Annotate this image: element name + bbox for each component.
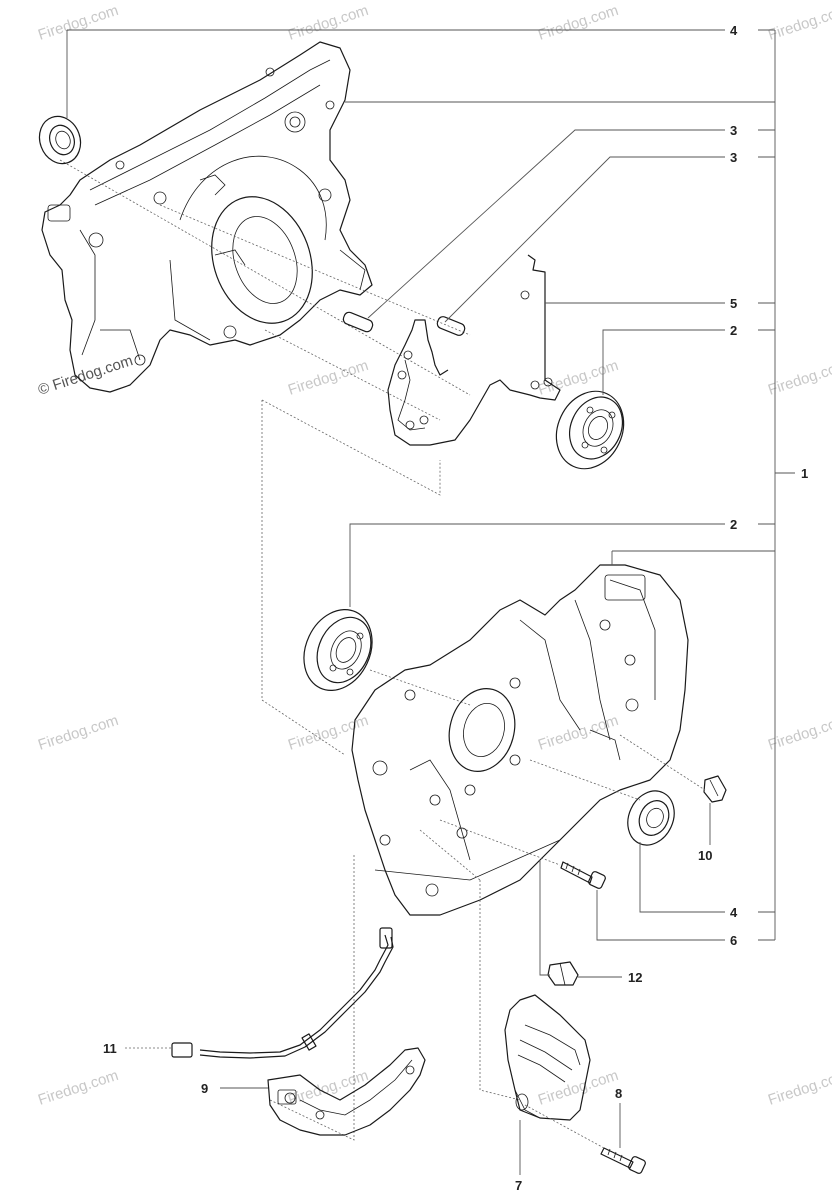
watermark: Firedog.com: [286, 712, 371, 754]
callout-11: 11: [103, 1041, 117, 1056]
watermark: Firedog.com: [766, 357, 832, 399]
screw-6: [560, 861, 606, 889]
dowel-pin-b: [436, 316, 466, 336]
callout-6: 6: [730, 933, 737, 948]
watermark: Firedog.com: [36, 2, 121, 44]
callout-10: 10: [698, 848, 712, 863]
crankcase-upper-half: [41, 41, 373, 393]
cover: [504, 994, 591, 1121]
watermark: © Firedog.com: [36, 352, 135, 399]
bearing-mid: [303, 609, 373, 691]
watermarks: Firedog.com Firedog.com Firedog.com Fire…: [36, 2, 832, 1109]
callout-8: 8: [615, 1086, 622, 1101]
callout-12: 12: [628, 970, 642, 985]
watermark: Firedog.com: [286, 2, 371, 44]
callout-2: 2: [730, 323, 737, 338]
assembly-bracket: [345, 29, 795, 941]
callout-1: 1: [801, 466, 808, 481]
callout-labels: 4 3 3 5 2 1 2 10 4 6 12 11 9 8 7: [103, 23, 808, 1193]
gasket: [387, 254, 561, 446]
seal-top: [38, 115, 82, 165]
callout-4: 4: [730, 905, 738, 920]
dowel-pin-a: [342, 311, 374, 333]
crankcase-lower-half: [351, 564, 689, 916]
bracket: [267, 1047, 426, 1136]
watermark: Firedog.com: [766, 712, 832, 754]
fitting: [703, 775, 727, 803]
watermark: Firedog.com: [766, 1067, 832, 1109]
plug-12: [547, 961, 579, 986]
watermark: Firedog.com: [36, 1067, 121, 1109]
seal-bottom: [627, 790, 675, 846]
bearing-top: [555, 390, 625, 470]
callout-9: 9: [201, 1081, 208, 1096]
callout-4: 4: [730, 23, 738, 38]
callout-2: 2: [730, 517, 737, 532]
watermark: Firedog.com: [536, 1067, 621, 1109]
callout-3: 3: [730, 123, 737, 138]
callout-3: 3: [730, 150, 737, 165]
watermark: Firedog.com: [766, 2, 832, 44]
cable: [171, 927, 394, 1059]
callout-7: 7: [515, 1178, 522, 1193]
callout-5: 5: [730, 296, 737, 311]
screw-8: [600, 1147, 646, 1174]
watermark: Firedog.com: [286, 1067, 371, 1109]
watermark: Firedog.com: [536, 2, 621, 44]
watermark: Firedog.com: [36, 712, 121, 754]
